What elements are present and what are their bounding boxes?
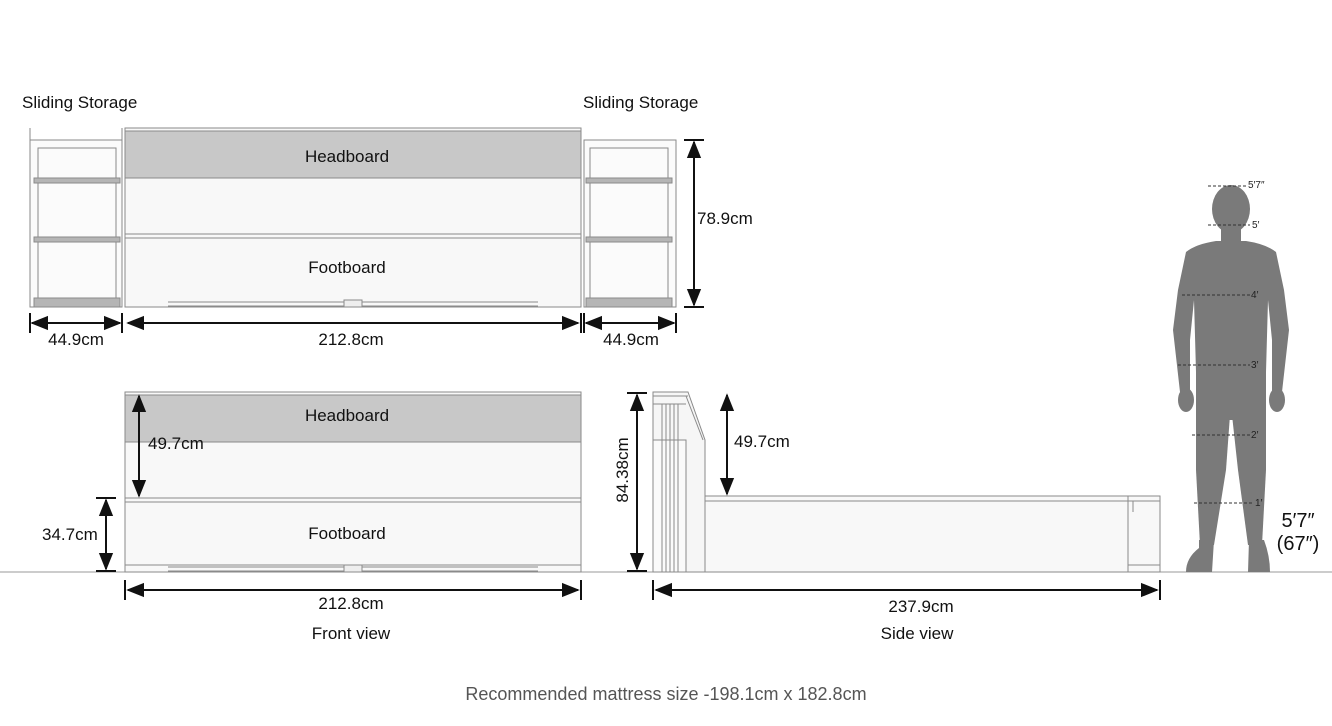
front-view-drawing (96, 391, 582, 600)
right-storage-title: Sliding Storage (583, 93, 699, 112)
front-footboard-label: Footboard (308, 524, 386, 543)
front-width-dimension: 212.8cm (318, 594, 384, 613)
right-storage-unit (583, 139, 677, 308)
left-storage-unit (29, 128, 123, 308)
height-tick-3ft: 3′ (1251, 360, 1259, 371)
left-storage-width-dimension: 44.9cm (48, 330, 104, 349)
top-view-dimension-lines (29, 139, 704, 333)
top-headboard-label: Headboard (304, 147, 390, 166)
mattress-size-note: Recommended mattress size -198.1cm x 182… (465, 684, 867, 704)
side-total-height-dimension: 84.38cm (613, 437, 632, 503)
bed-width-dimension: 212.8cm (318, 330, 384, 349)
height-tick-5ft: 5′ (1252, 220, 1260, 231)
height-tick-5ft7: 5′7″ (1248, 180, 1265, 191)
figure-height-feet: 5′7″ (1281, 510, 1315, 532)
front-footboard-height-dimension: 34.7cm (42, 525, 98, 544)
left-storage-title: Sliding Storage (22, 93, 138, 112)
front-view-caption: Front view (311, 624, 391, 643)
human-figure (1173, 185, 1289, 572)
height-tick-4ft: 4′ (1251, 290, 1259, 301)
height-scale-lines (1178, 185, 1253, 504)
height-tick-2ft: 2′ (1251, 430, 1259, 441)
figure-height-label: 5′7″ (67″) (1270, 510, 1326, 556)
front-headboard-height-dimension: 49.7cm (148, 434, 204, 453)
top-height-dimension: 78.9cm (697, 209, 753, 228)
top-view-drawing (29, 127, 704, 333)
side-view-drawing (627, 391, 1161, 600)
side-headboard-height-dimension: 49.7cm (734, 432, 790, 451)
front-headboard-label: Headboard (304, 406, 390, 425)
figure-height-inches: (67″) (1276, 533, 1320, 555)
side-length-dimension: 237.9cm (888, 597, 954, 616)
side-view-dimension-lines (627, 392, 1161, 600)
bed-top-body (124, 127, 582, 308)
right-storage-width-dimension: 44.9cm (603, 330, 659, 349)
front-view-dimension-lines (96, 394, 582, 600)
top-footboard-label: Footboard (308, 258, 386, 277)
side-view-caption: Side view (880, 624, 954, 643)
height-tick-1ft: 1′ (1255, 498, 1263, 509)
